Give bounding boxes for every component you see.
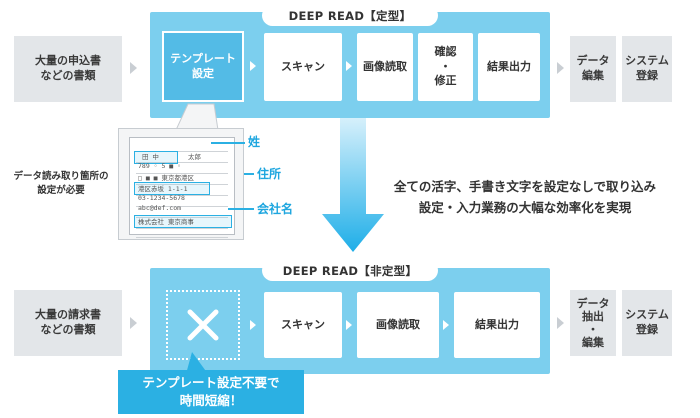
data-extract-edit-box: データ 抽出 ・ 編集: [570, 290, 616, 356]
badge-pointer: [186, 352, 208, 374]
input-documents-box: 大量の申込書 などの書類: [14, 36, 122, 102]
callout-line: [211, 142, 245, 144]
arrow-icon: [130, 317, 137, 329]
application-form-image: 田 中 太郎 789 ◦ 5 ■ ◦ □ ■ ■ 東京都港区 港区赤坂 1-1-…: [129, 137, 235, 238]
benefit-message: 全ての活字、手書き文字を設定なしで取り込み 設定・入力業務の大幅な効率化を実現: [360, 176, 690, 219]
arrow-icon: [557, 62, 564, 74]
scan-step-nonfixed: スキャン: [264, 292, 342, 358]
arrow-icon: [250, 61, 256, 71]
image-read-step-nonfixed: 画像読取: [357, 292, 439, 358]
system-register-box: システム 登録: [622, 36, 672, 102]
down-arrow-icon: [322, 118, 384, 252]
arrow-icon: [346, 320, 352, 330]
cross-icon: [187, 309, 219, 341]
field-label-company: 会社名: [257, 202, 294, 216]
document-preview-frame: 田 中 太郎 789 ◦ 5 ■ ◦ □ ■ ■ 東京都港区 港区赤坂 1-1-…: [118, 128, 244, 240]
deep-read-nonfixed-title: DEEP READ【非定型】: [262, 260, 438, 281]
arrow-icon: [130, 62, 137, 74]
data-edit-box: データ 編集: [570, 36, 616, 102]
template-skipped-placeholder: [166, 290, 240, 360]
time-saving-badge: テンプレート設定不要で 時間短縮！: [118, 370, 304, 414]
arrow-icon: [250, 320, 256, 330]
callout-line: [244, 173, 254, 175]
setup-required-note: データ読み取り箇所の 設定が必要: [13, 171, 109, 196]
benefit-line-1: 全ての活字、手書き文字を設定なしで取り込み: [393, 179, 657, 194]
field-label-surname: 姓: [248, 135, 261, 149]
benefit-line-2: 設定・入力業務の大幅な効率化を実現: [418, 200, 632, 216]
deep-read-fixed-title: DEEP READ【定型】: [262, 5, 438, 26]
input-invoices-box: 大量の請求書 などの書類: [14, 290, 122, 356]
result-output-step-nonfixed: 結果出力: [454, 292, 540, 358]
image-read-step: 画像読取: [357, 33, 413, 101]
callout-line: [228, 208, 254, 210]
result-output-step: 結果出力: [478, 33, 540, 101]
confirm-fix-step: 確認 ・ 修正: [418, 33, 473, 101]
template-setting-step: テンプレート 設定: [162, 31, 244, 102]
system-register-box-nonfixed: システム 登録: [622, 290, 672, 356]
scan-step: スキャン: [264, 33, 342, 101]
arrow-icon: [557, 317, 564, 329]
field-label-address: 住所: [257, 167, 282, 181]
arrow-icon: [443, 320, 449, 330]
arrow-icon: [346, 61, 352, 71]
